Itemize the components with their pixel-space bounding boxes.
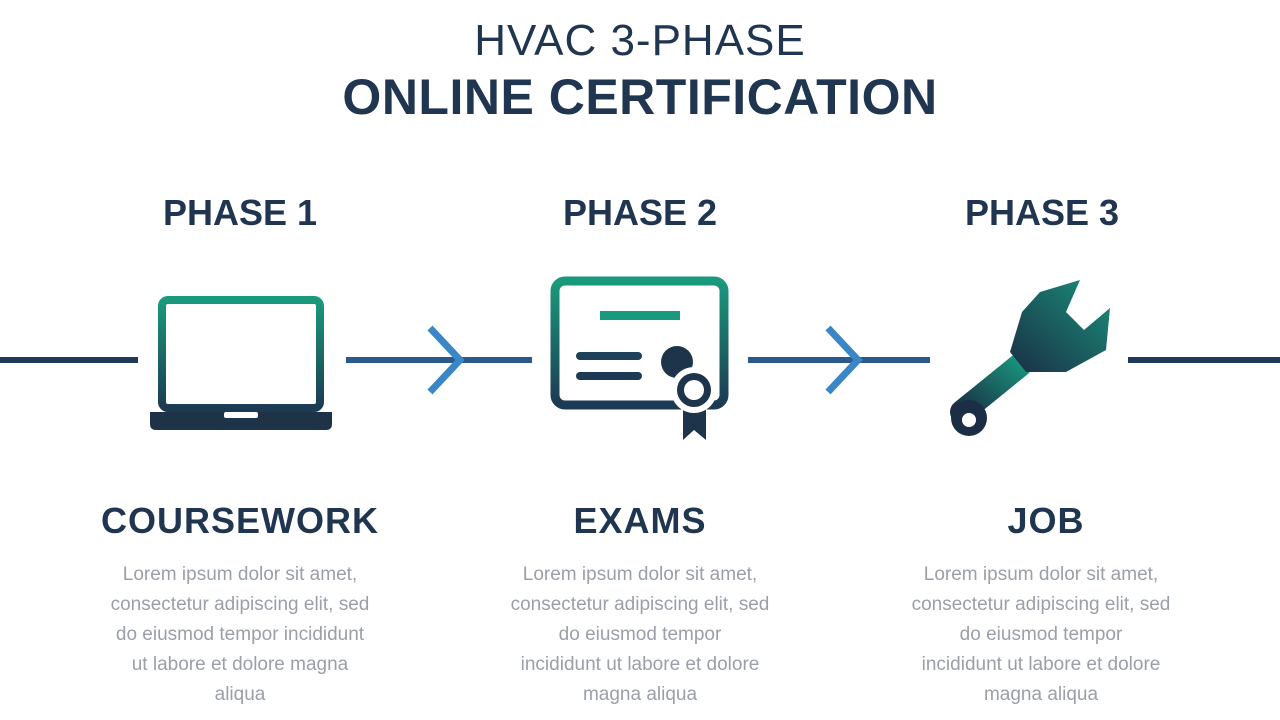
phase-1-name: COURSEWORK [101,500,379,541]
certificate-icon [550,276,729,440]
arrow-right-icon [825,325,863,395]
wrench-icon [950,280,1110,436]
title-line-2: ONLINE CERTIFICATION [342,69,938,125]
phase-1-label: PHASE 1 [162,192,318,233]
phase-2-name: EXAMS [573,500,707,541]
phase-3-description: Lorem ipsum dolor sit amet, consectetur … [911,564,1171,705]
phase-2-description: Lorem ipsum dolor sit amet, consectetur … [510,564,770,705]
phase-3-label: PHASE 3 [964,192,1120,233]
phase-2-label: PHASE 2 [562,192,718,233]
arrow-right-icon [427,325,465,395]
phase-1-description: Lorem ipsum dolor sit amet, consectetur … [110,564,370,705]
phase-3-name: JOB [1007,500,1085,541]
laptop-icon [150,296,332,430]
title-line-1: HVAC 3-PHASE [474,16,806,65]
